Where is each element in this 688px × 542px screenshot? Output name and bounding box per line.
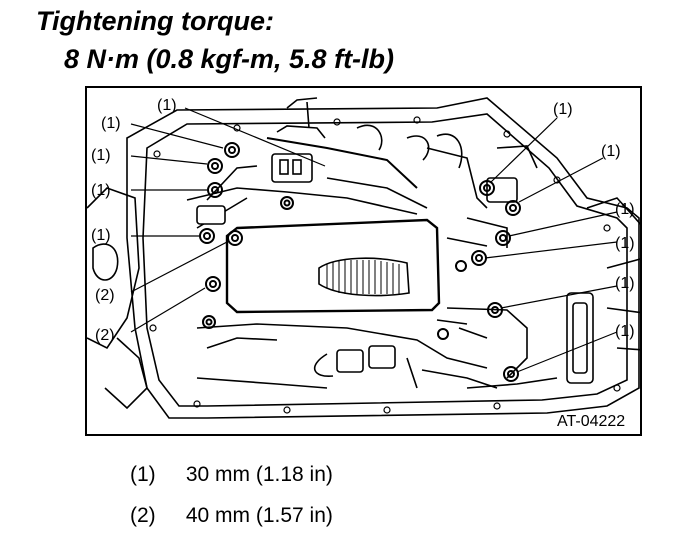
callout-1-left-b: (1) (91, 147, 111, 164)
callout-1-right-f: (1) (615, 323, 635, 340)
valve-body-illustration: (1) (1) (1) (1) (1) (2) (2) (1) (1) (1) … (85, 86, 642, 436)
valve-body-drawing: (1) (1) (1) (1) (1) (2) (2) (1) (1) (1) … (87, 97, 640, 430)
callout-1-top: (1) (157, 97, 177, 114)
figure-code: AT-04222 (557, 413, 625, 430)
legend-value: 30 mm (1.18 in) (185, 463, 333, 486)
title-line-2: 8 N·m (0.8 kgf-m, 5.8 ft-lb) (64, 44, 395, 74)
callout-1-left-d: (1) (91, 227, 111, 244)
callout-1-right-a: (1) (553, 101, 573, 118)
legend-value: 40 mm (1.57 in) (185, 504, 333, 527)
callout-1-right-b: (1) (601, 143, 621, 160)
callout-1-right-d: (1) (615, 235, 635, 252)
callout-2-left-a: (2) (95, 287, 115, 304)
legend-row-1: (1) 30 mm (1.18 in) (130, 463, 333, 487)
callout-2-left-b: (2) (95, 327, 115, 344)
pan-outline (126, 97, 640, 419)
callout-1-left-c: (1) (91, 182, 111, 199)
callout-1-right-c: (1) (615, 201, 635, 218)
legend-row-2: (2) 40 mm (1.57 in) (130, 504, 333, 528)
callout-1-left-a: (1) (101, 115, 121, 132)
legend-key: (1) (130, 463, 156, 486)
legend-key: (2) (130, 504, 156, 527)
title-line-1: Tightening torque: (36, 6, 274, 36)
callout-1-right-e: (1) (615, 275, 635, 292)
